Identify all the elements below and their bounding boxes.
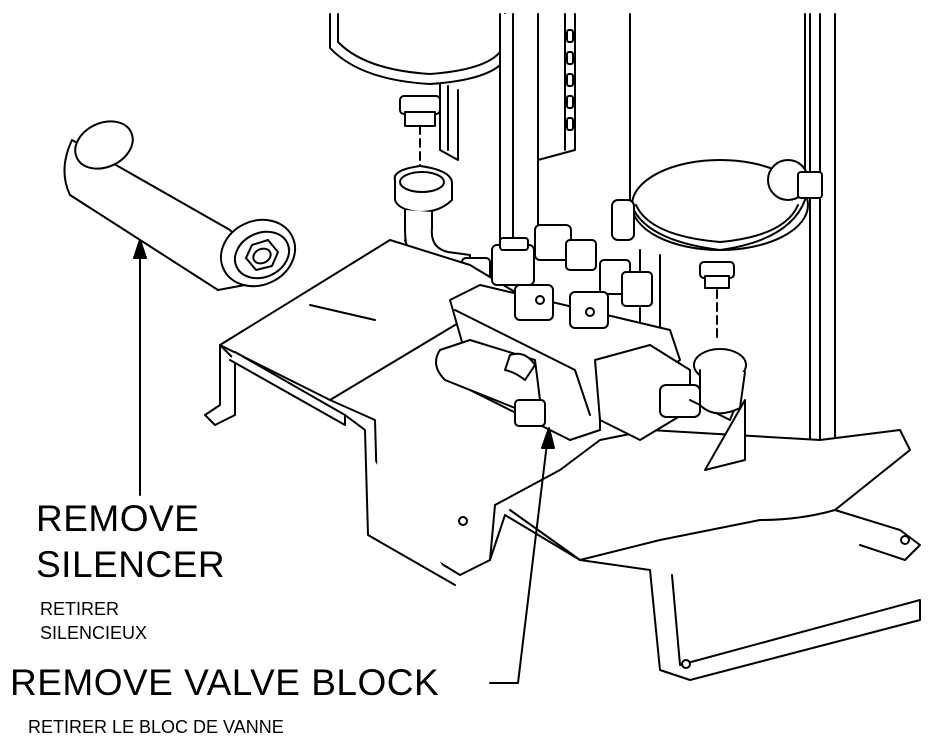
silencer-arrow-head (134, 240, 146, 258)
valve-block (436, 225, 746, 470)
leader-lines (140, 245, 548, 683)
retirer-silencieux-label-line1: RETIRER (40, 599, 120, 619)
remove-silencer-label-line1: REMOVE (36, 498, 200, 539)
silencer (64, 112, 306, 298)
remove-valve-block-label: REMOVE VALVE BLOCK (10, 662, 440, 703)
valve-arrow-head (542, 428, 554, 448)
retirer-bloc-de-vanne-label: RETIRER LE BLOC DE VANNE (28, 717, 284, 737)
retirer-silencieux-label-line2: SILENCIEUX (40, 623, 148, 643)
left-tower (330, 14, 505, 170)
right-tower (612, 14, 835, 450)
base-bracket (205, 240, 920, 680)
center-column (500, 14, 575, 250)
remove-silencer-label-line2: SILENCER (36, 544, 226, 585)
